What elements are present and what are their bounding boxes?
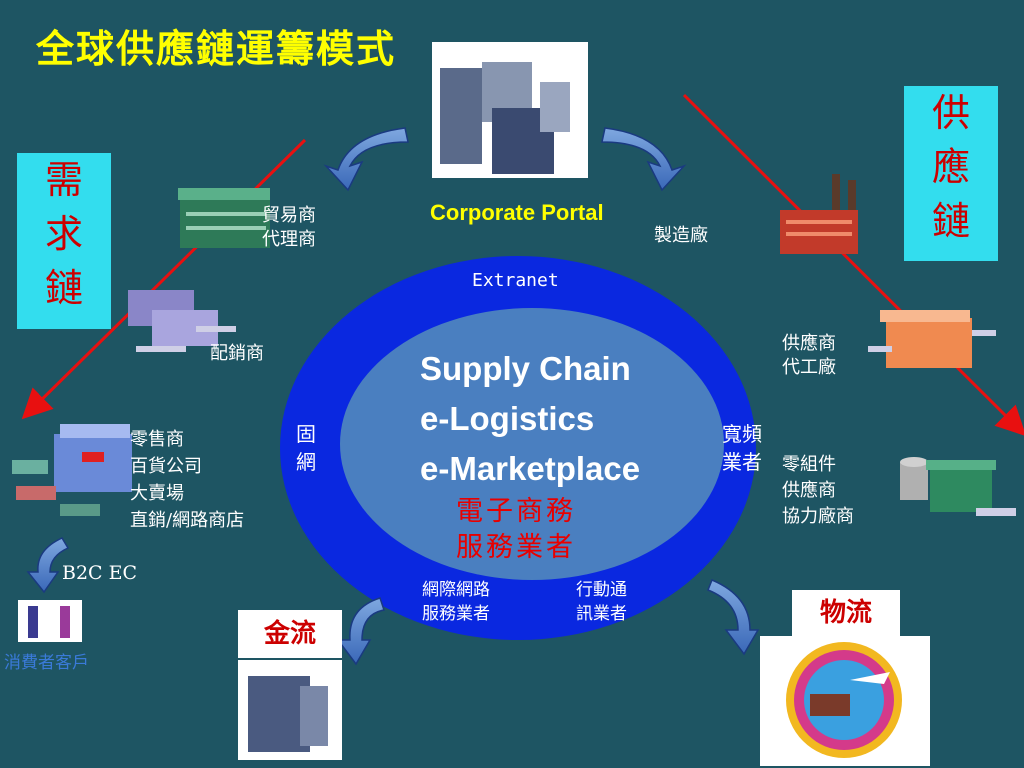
broadband-line: 業者 xyxy=(722,450,762,474)
curved-arrow-b2c xyxy=(26,537,70,594)
ec-service-label: 電子商務 服務業者 xyxy=(456,494,576,566)
fixed-network-char: 網 xyxy=(296,450,316,474)
retailer-line: 零售商 xyxy=(130,429,184,450)
mobile-line: 訊業者 xyxy=(576,604,627,624)
ec-service-line: 電子商務 xyxy=(456,496,576,527)
broadband-line: 寬頻 xyxy=(722,422,762,446)
supply-chain-char: 鏈 xyxy=(931,199,970,243)
trader-label: 貿易商 代理商 xyxy=(262,204,316,252)
demand-chain-char: 需 xyxy=(44,158,83,202)
bank-building-icon xyxy=(238,660,342,760)
center-line: e-Logistics xyxy=(420,400,595,437)
oem-label: 供應商 代工廠 xyxy=(782,332,836,380)
demand-chain-char: 鏈 xyxy=(44,266,83,310)
parts-supplier-icon xyxy=(900,457,1016,516)
center-line: e-Marketplace xyxy=(420,450,641,487)
oem-line: 代工廠 xyxy=(782,357,836,378)
manufacturer-factory-icon xyxy=(780,174,858,254)
mobile-line: 行動通 xyxy=(576,580,627,600)
consumers-icon xyxy=(18,600,82,642)
isp-label: 網際網路 服務業者 xyxy=(422,578,490,626)
trader-building-icon xyxy=(178,188,270,248)
demand-chain-arrow xyxy=(21,138,307,420)
retailer-line: 大賣場 xyxy=(130,483,184,504)
center-text: Supply Chain e-Logistics e-Marketplace xyxy=(420,344,640,494)
logistics-label: 物流 xyxy=(792,590,900,636)
logistics-globe-icon xyxy=(760,636,930,766)
mobile-label: 行動通 訊業者 xyxy=(576,578,627,626)
retailer-line: 直銷/網路商店 xyxy=(130,510,245,531)
parts-label: 零組件 供應商 協力廠商 xyxy=(782,452,854,530)
retail-store-icon xyxy=(12,424,132,516)
demand-chain-box: 需 求 鏈 xyxy=(17,153,111,329)
oem-line: 供應商 xyxy=(782,333,836,354)
distributor-label: 配銷商 xyxy=(210,343,264,364)
fixed-network-char: 固 xyxy=(296,422,316,446)
corporate-portal-label: Corporate Portal xyxy=(430,200,604,225)
extranet-label: Extranet xyxy=(472,270,559,291)
core-ellipse xyxy=(340,308,724,580)
distributor-warehouse-icon xyxy=(128,290,236,352)
b2c-label: B2C EC xyxy=(62,562,138,584)
center-line: Supply Chain xyxy=(420,350,631,387)
curved-arrow-logistics xyxy=(707,579,760,656)
demand-chain-char: 求 xyxy=(44,212,83,256)
supply-chain-arrow xyxy=(682,93,1024,437)
manufacturer-label: 製造廠 xyxy=(654,225,708,246)
slide-title: 全球供應鏈運籌模式 xyxy=(36,26,397,71)
supply-chain-char: 供 xyxy=(931,91,970,135)
ec-service-line: 服務業者 xyxy=(456,532,576,563)
isp-line: 服務業者 xyxy=(422,604,490,624)
corporate-building-icon xyxy=(432,42,588,178)
parts-line: 零組件 xyxy=(782,454,836,475)
retailer-line: 百貨公司 xyxy=(130,456,202,477)
curved-arrow-right-top xyxy=(601,127,687,192)
retailers-label: 零售商 百貨公司 大賣場 直銷/網路商店 xyxy=(130,426,244,534)
supply-chain-char: 應 xyxy=(931,145,970,189)
curved-arrow-left-top xyxy=(323,127,409,192)
curved-arrow-cash xyxy=(336,597,385,666)
oem-supplier-icon xyxy=(868,310,996,368)
trader-line: 貿易商 xyxy=(262,205,316,226)
isp-line: 網際網路 xyxy=(422,580,490,600)
consumers-label: 消費者客戶 xyxy=(4,653,89,673)
parts-line: 協力廠商 xyxy=(782,506,854,527)
broadband-label: 寬頻 業者 xyxy=(722,420,762,476)
parts-line: 供應商 xyxy=(782,480,836,501)
trader-line: 代理商 xyxy=(262,229,316,250)
cash-flow-label: 金流 xyxy=(238,610,342,658)
fixed-network-label: 固 網 xyxy=(296,420,316,476)
supply-chain-box: 供 應 鏈 xyxy=(904,86,998,261)
